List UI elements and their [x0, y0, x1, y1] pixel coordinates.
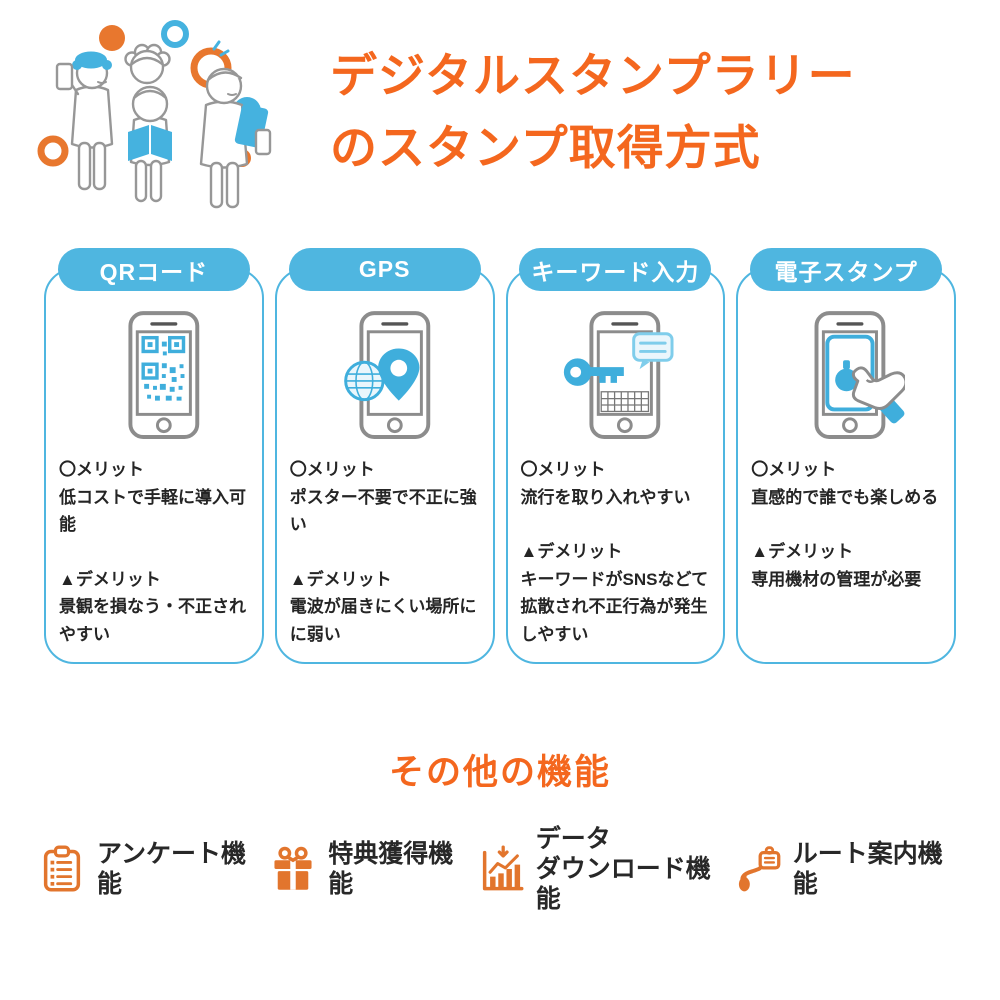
merit-title: 〇メリット — [59, 460, 144, 479]
method-cards-section: QRコード — [44, 248, 956, 664]
merit-title: 〇メリット — [751, 460, 837, 479]
page-title-line1: デジタルスタンプラリー — [330, 49, 856, 102]
demerit-title: ▲デメリット — [520, 542, 623, 562]
card-keyword-input: キーワード入力 — [505, 248, 726, 664]
merit-body: 直感的で誰でも楽しめる — [751, 487, 939, 507]
card-header-pill: キーワード入力 — [519, 248, 712, 291]
demerit-title: ▲デメリット — [289, 569, 392, 589]
card-gps: GPS 〇メリット ポスター不要で不正に強い — [274, 248, 495, 664]
feature-route-guide: ルート案内機能 — [734, 839, 966, 899]
demerit-title: ▲デメリット — [751, 542, 854, 562]
feature-data-download: データダウンロード機能 — [477, 824, 734, 914]
card-text: 〇メリット 流行を取り入れやすい ▲デメリット キーワードがSNSなどて拡散され… — [508, 448, 724, 648]
demerit-body: 景観を損なう・不正されやすい — [59, 597, 246, 644]
other-features-title: その他の機能 — [388, 753, 611, 792]
sparkle — [212, 40, 230, 57]
route-guide-icon — [738, 846, 781, 892]
qr-phone-icon — [46, 308, 262, 448]
page-title: デジタルスタンプラリー のスタンプ取得方式 — [330, 40, 856, 184]
card-header-pill: 電子スタンプ — [750, 248, 943, 291]
feature-reward: 特典獲得機能 — [269, 839, 476, 899]
demerit-body: 専用機材の管理が必要 — [751, 569, 922, 589]
demerit-body: 電波が届きにくい場所にに弱い — [289, 597, 477, 644]
merit-title: 〇メリット — [289, 460, 375, 479]
card-text: 〇メリット ポスター不要で不正に強い ▲デメリット 電波が届きにくい場所にに弱い — [277, 448, 493, 648]
feature-label: 特典獲得機能 — [328, 840, 454, 898]
merit-body: 流行を取り入れやすい — [520, 487, 691, 507]
demerit-body: キーワードがSNSなどて拡散され不正行為が発生しやすい — [520, 569, 709, 644]
decor-circle — [99, 25, 125, 51]
card-e-stamp: 電子スタンプ 〇メリット — [736, 248, 956, 664]
card-header-pill: GPS — [288, 248, 481, 291]
survey-clipboard-icon — [43, 845, 81, 892]
feature-label: ルート案内機能 — [792, 840, 943, 898]
page-title-line2: のスタンプ取得方式 — [330, 121, 761, 174]
gift-icon — [274, 846, 312, 890]
people-with-phones-illustration — [37, 20, 272, 209]
feature-label: データダウンロード機能 — [535, 825, 711, 913]
decor-ring — [37, 135, 69, 167]
gps-phone-icon — [277, 308, 493, 448]
merit-title: 〇メリット — [520, 460, 606, 479]
merit-body: 低コストで手軽に導入可能 — [59, 487, 246, 535]
keyword-phone-icon — [508, 308, 724, 448]
other-features-row: アンケート機能 特典獲得機能 — [38, 824, 966, 914]
decor-ring — [161, 20, 189, 48]
card-text: 〇メリット 直感的で誰でも楽しめる ▲デメリット 専用機材の管理が必要 — [738, 448, 954, 593]
card-text: 〇メリット 低コストで手軽に導入可能 ▲デメリット 景観を損なう・不正されやすい — [46, 448, 262, 648]
merit-body: ポスター不要で不正に強い — [289, 487, 477, 535]
feature-survey: アンケート機能 — [38, 839, 269, 899]
stamp-phone-icon — [738, 308, 954, 448]
card-header-pill: QRコード — [57, 248, 250, 291]
feature-label: アンケート機能 — [97, 840, 247, 898]
demerit-title: ▲デメリット — [59, 569, 161, 589]
data-download-chart-icon — [482, 845, 524, 891]
card-qr-code: QRコード — [44, 248, 264, 664]
